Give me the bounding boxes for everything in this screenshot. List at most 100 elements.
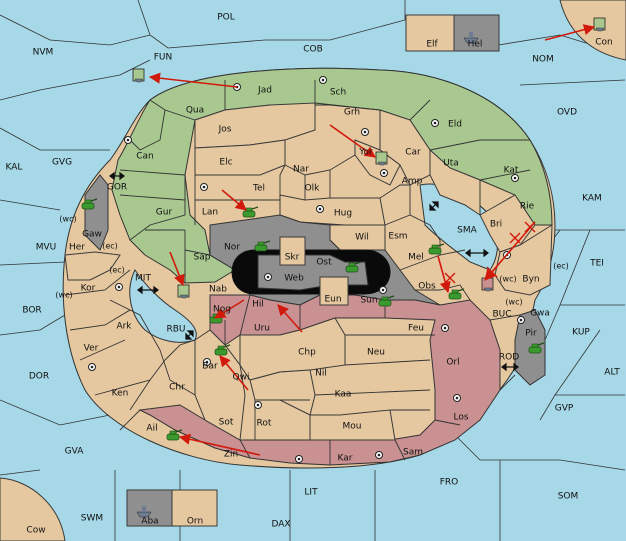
land-label-qua: Qua bbox=[186, 106, 204, 116]
land-label-bri: Bri bbox=[490, 220, 502, 230]
army-unit-sun[interactable] bbox=[378, 295, 395, 307]
land-label-her: Her bbox=[69, 243, 85, 253]
sea-label-kam: KAM bbox=[582, 194, 602, 204]
sea-label-nom: NOM bbox=[532, 55, 554, 65]
land-label-feu: Feu bbox=[408, 324, 424, 334]
province-gaw[interactable] bbox=[84, 174, 109, 251]
province-elf[interactable] bbox=[405, 14, 455, 52]
land-label-ost: Ost bbox=[316, 258, 332, 268]
fleet-unit-aba[interactable] bbox=[136, 506, 152, 518]
land-label-web: Web bbox=[284, 274, 304, 284]
province-her[interactable] bbox=[64, 251, 121, 281]
province-eun[interactable] bbox=[319, 276, 349, 306]
contest-markers bbox=[444, 221, 536, 284]
province-uta[interactable] bbox=[429, 148, 481, 216]
sea-label-gvp: GVP bbox=[555, 404, 574, 414]
land-label-uru: Uru bbox=[254, 324, 270, 334]
land-label-mou: Mou bbox=[343, 422, 362, 432]
army-unit-ost[interactable] bbox=[345, 261, 362, 273]
land-label-nab: Nab bbox=[209, 285, 227, 295]
province-borders bbox=[64, 80, 531, 465]
land-label-rie: Rie bbox=[520, 202, 535, 212]
sea-label-cob: COB bbox=[303, 45, 323, 55]
fleet-unit-con[interactable] bbox=[593, 17, 606, 32]
province-sot[interactable] bbox=[194, 329, 246, 441]
sea-label-gvg: GVG bbox=[52, 158, 72, 168]
land-label-kaa: Kaa bbox=[335, 390, 352, 400]
strait-markers bbox=[109, 171, 519, 372]
land-label-elf: Elf bbox=[426, 40, 438, 50]
land-label-nil: Nil bbox=[315, 369, 327, 379]
land-label-hil: Hil bbox=[252, 300, 264, 310]
province-orn[interactable] bbox=[171, 489, 218, 527]
sea-label-kup: KUP bbox=[572, 328, 590, 338]
army-unit-mel[interactable] bbox=[428, 243, 445, 255]
army-unit-pir[interactable] bbox=[528, 342, 545, 354]
province-aba[interactable] bbox=[126, 489, 173, 527]
sea-label-som: SOM bbox=[558, 492, 579, 502]
land-label-nar: Nar bbox=[293, 165, 309, 175]
army-unit-gaw[interactable] bbox=[81, 198, 98, 210]
sea-label-fro: FRO bbox=[440, 478, 459, 488]
army-unit-lan[interactable] bbox=[242, 206, 259, 218]
land-labels: Jad Sch Qua Jos Grh Eld Can Elc Yor Car … bbox=[26, 38, 612, 536]
coast-note-byn-ec: (ec) bbox=[553, 262, 569, 271]
sea-label-pol: POL bbox=[217, 13, 235, 23]
land-label-kor: Kor bbox=[81, 284, 96, 294]
sea-label-dax: DAX bbox=[271, 520, 290, 530]
sea-label-fun: FUN bbox=[154, 53, 173, 63]
land-label-car: Car bbox=[405, 148, 421, 158]
sea-label-rod: ROD bbox=[499, 353, 519, 363]
land-label-kar: Kar bbox=[338, 454, 353, 464]
land-label-gaw: Gaw bbox=[82, 230, 102, 240]
land-label-nor: Nor bbox=[224, 243, 240, 253]
land-label-qwi: Qwi bbox=[233, 373, 250, 383]
coast-note-gwa-wc: (wc) bbox=[505, 298, 522, 307]
sea-label-alt: ALT bbox=[604, 368, 620, 378]
coast-notes: (wc) (ec) (ec) (wc) (wc) (ec) (wc) bbox=[55, 215, 568, 307]
province-nil[interactable] bbox=[249, 369, 316, 416]
province-skr[interactable] bbox=[279, 236, 306, 266]
land-label-can: Can bbox=[136, 152, 154, 162]
land-label-yor: Yor bbox=[358, 148, 373, 158]
land-label-mel: Mel bbox=[408, 253, 424, 263]
army-unit-bar[interactable] bbox=[214, 344, 231, 356]
sea-label-tei: TEI bbox=[589, 259, 604, 269]
land-label-amp: Amp bbox=[402, 177, 423, 187]
coast-note-kor-wc: (wc) bbox=[55, 291, 72, 300]
army-unit-nor[interactable] bbox=[254, 240, 271, 252]
coast-note-gaw-wc: (wc) bbox=[59, 215, 76, 224]
land-label-jos: Jos bbox=[218, 125, 232, 135]
fleet-unit-mit[interactable] bbox=[177, 284, 190, 299]
land-label-sot: Sot bbox=[219, 418, 234, 428]
land-label-tel: Tel bbox=[252, 184, 265, 194]
army-unit-obs[interactable] bbox=[448, 288, 465, 300]
order-arrows bbox=[148, 24, 596, 456]
province-byn[interactable] bbox=[494, 224, 553, 296]
land-label-esm: Esm bbox=[388, 232, 407, 242]
sea-labels: POL FUN COB NVM NOM OVD KAL GVG KAM MVU … bbox=[6, 13, 621, 530]
land-label-skr: Skr bbox=[285, 253, 300, 263]
land-label-rot: Rot bbox=[257, 419, 272, 429]
province-hel[interactable] bbox=[453, 14, 500, 52]
land-label-ken: Ken bbox=[112, 389, 129, 399]
fleet-unit-yor[interactable] bbox=[375, 151, 388, 166]
land-label-ail: Ail bbox=[146, 424, 157, 434]
fleet-unit-hel[interactable] bbox=[463, 32, 479, 44]
sea-label-ovd: OVD bbox=[557, 108, 577, 118]
coast-note-her-ec: (ec) bbox=[102, 242, 118, 251]
sea-label-lit: LIT bbox=[304, 488, 318, 498]
fleet-unit-fun[interactable] bbox=[132, 68, 145, 83]
land-label-kat: Kat bbox=[504, 166, 519, 176]
land-label-cow: Cow bbox=[26, 526, 45, 536]
army-unit-ail[interactable] bbox=[166, 429, 183, 441]
sea-label-bor: BOR bbox=[22, 306, 41, 316]
sea-label-kal: KAL bbox=[6, 163, 23, 173]
land-label-neu: Neu bbox=[367, 348, 385, 358]
fleet-unit-buc[interactable] bbox=[481, 277, 494, 292]
sea-label-nvm: NVM bbox=[33, 48, 54, 58]
sea-label-gva: GVA bbox=[65, 447, 85, 457]
land-label-sam: Sam bbox=[403, 448, 423, 458]
land-label-uta: Uta bbox=[443, 159, 459, 169]
